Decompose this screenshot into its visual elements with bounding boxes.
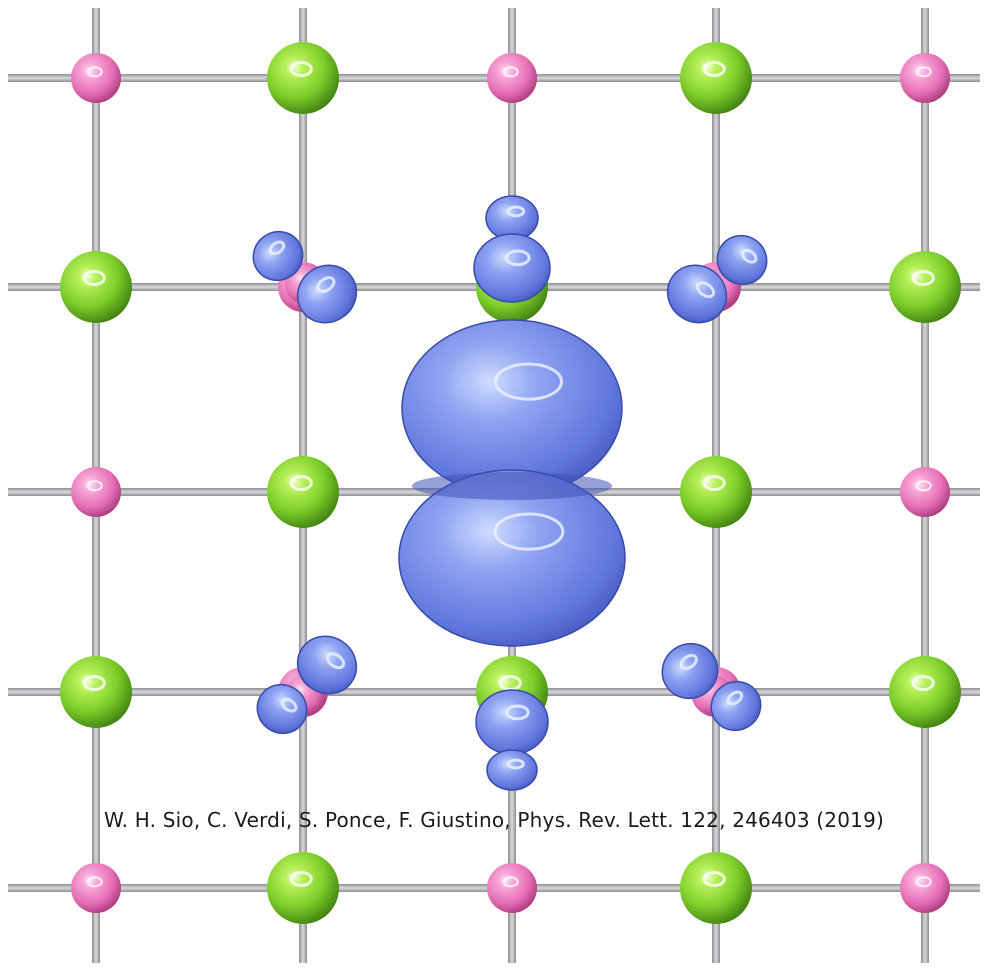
atom-sphere bbox=[680, 852, 752, 924]
atom-sphere bbox=[889, 251, 961, 323]
atom-sphere bbox=[71, 467, 121, 517]
atom-sphere bbox=[267, 456, 339, 528]
atom-highlight bbox=[82, 675, 106, 691]
atom-highlight bbox=[82, 270, 106, 286]
lower-left-lobe-b bbox=[256, 683, 308, 735]
atom-highlight bbox=[86, 66, 103, 78]
lobe-reflection bbox=[494, 362, 563, 401]
upper-small-lobe bbox=[485, 195, 539, 241]
upper-left-lobe-a bbox=[252, 230, 304, 282]
atom-highlight bbox=[289, 475, 313, 491]
green-atom bbox=[680, 42, 752, 114]
lobe-reflection bbox=[679, 653, 698, 670]
upper-right-lobe-b bbox=[666, 264, 728, 324]
atom-sphere bbox=[900, 467, 950, 517]
lobe-reflection bbox=[505, 704, 530, 721]
lower-right-lobe-b bbox=[710, 680, 762, 732]
atom-sphere bbox=[900, 863, 950, 913]
pink-atom bbox=[900, 863, 950, 913]
atom-highlight bbox=[86, 876, 103, 888]
lobe-body bbox=[486, 749, 538, 791]
lobe-body bbox=[296, 264, 358, 324]
atom-highlight bbox=[702, 61, 726, 77]
pink-atom bbox=[900, 53, 950, 103]
atom-highlight bbox=[289, 871, 313, 887]
green-atom bbox=[60, 656, 132, 728]
atom-highlight bbox=[289, 61, 313, 77]
lobe-body bbox=[666, 264, 728, 324]
lobe-body bbox=[473, 233, 551, 303]
green-atom bbox=[889, 251, 961, 323]
green-atom bbox=[60, 251, 132, 323]
atom-sphere bbox=[267, 852, 339, 924]
atom-sphere bbox=[267, 42, 339, 114]
lobe-body bbox=[661, 642, 719, 700]
green-atom bbox=[267, 852, 339, 924]
lobe-body bbox=[252, 230, 304, 282]
green-atom bbox=[680, 852, 752, 924]
lobe-body bbox=[296, 635, 358, 695]
atom-sphere bbox=[680, 42, 752, 114]
atom-sphere bbox=[900, 53, 950, 103]
pink-atom bbox=[71, 53, 121, 103]
green-atom bbox=[267, 42, 339, 114]
lobe-reflection bbox=[726, 690, 744, 706]
green-atom bbox=[889, 656, 961, 728]
polaron-density bbox=[252, 195, 768, 791]
lobe-reflection bbox=[280, 697, 298, 713]
pink-atom bbox=[487, 53, 537, 103]
atom-highlight bbox=[702, 871, 726, 887]
lower-lobe bbox=[475, 689, 549, 755]
upper-left-lobe-b bbox=[296, 264, 358, 324]
pink-atom bbox=[900, 467, 950, 517]
citation-text: W. H. Sio, C. Verdi, S. Ponce, F. Giusti… bbox=[103, 808, 885, 832]
lobe-reflection bbox=[740, 248, 758, 264]
atom-sphere bbox=[889, 656, 961, 728]
lower-left-lobe-a bbox=[296, 635, 358, 695]
lobe-reflection bbox=[506, 758, 525, 770]
lobe-reflection bbox=[268, 240, 286, 256]
central-lobe-waist bbox=[412, 472, 612, 500]
lobe-body bbox=[710, 680, 762, 732]
green-atom bbox=[680, 456, 752, 528]
pink-atom bbox=[71, 467, 121, 517]
lobe-body bbox=[716, 234, 768, 286]
atom-sphere bbox=[71, 863, 121, 913]
atom-highlight bbox=[911, 675, 935, 691]
atom-sphere bbox=[60, 656, 132, 728]
atom-highlight bbox=[915, 876, 932, 888]
atom-sphere bbox=[60, 251, 132, 323]
lobe-reflection bbox=[695, 281, 716, 299]
central-lower-lobe bbox=[398, 469, 626, 647]
lobe-reflection bbox=[316, 276, 336, 293]
lobe-reflection bbox=[506, 205, 526, 218]
lobe-body bbox=[475, 689, 549, 755]
atom-sphere bbox=[487, 863, 537, 913]
upper-right-lobe-a bbox=[716, 234, 768, 286]
atom-highlight bbox=[502, 876, 519, 888]
atom-highlight bbox=[502, 66, 519, 78]
lobe-reflection bbox=[504, 249, 531, 267]
atom-sphere bbox=[680, 456, 752, 528]
atom-highlight bbox=[702, 475, 726, 491]
atom-sphere bbox=[487, 53, 537, 103]
upper-lobe bbox=[473, 233, 551, 303]
atom-sphere bbox=[71, 53, 121, 103]
pink-atom bbox=[71, 863, 121, 913]
lobe-body bbox=[398, 469, 626, 647]
atom-highlight bbox=[86, 480, 103, 492]
lower-small-lobe bbox=[486, 749, 538, 791]
atom-highlight bbox=[915, 66, 932, 78]
atom-highlight bbox=[911, 270, 935, 286]
lobe-body bbox=[256, 683, 308, 735]
lobe-reflection bbox=[325, 652, 346, 670]
green-atom bbox=[267, 456, 339, 528]
atom-highlight bbox=[915, 480, 932, 492]
lower-right-lobe-a bbox=[661, 642, 719, 700]
lobe-reflection bbox=[493, 512, 565, 551]
pink-atom bbox=[487, 863, 537, 913]
